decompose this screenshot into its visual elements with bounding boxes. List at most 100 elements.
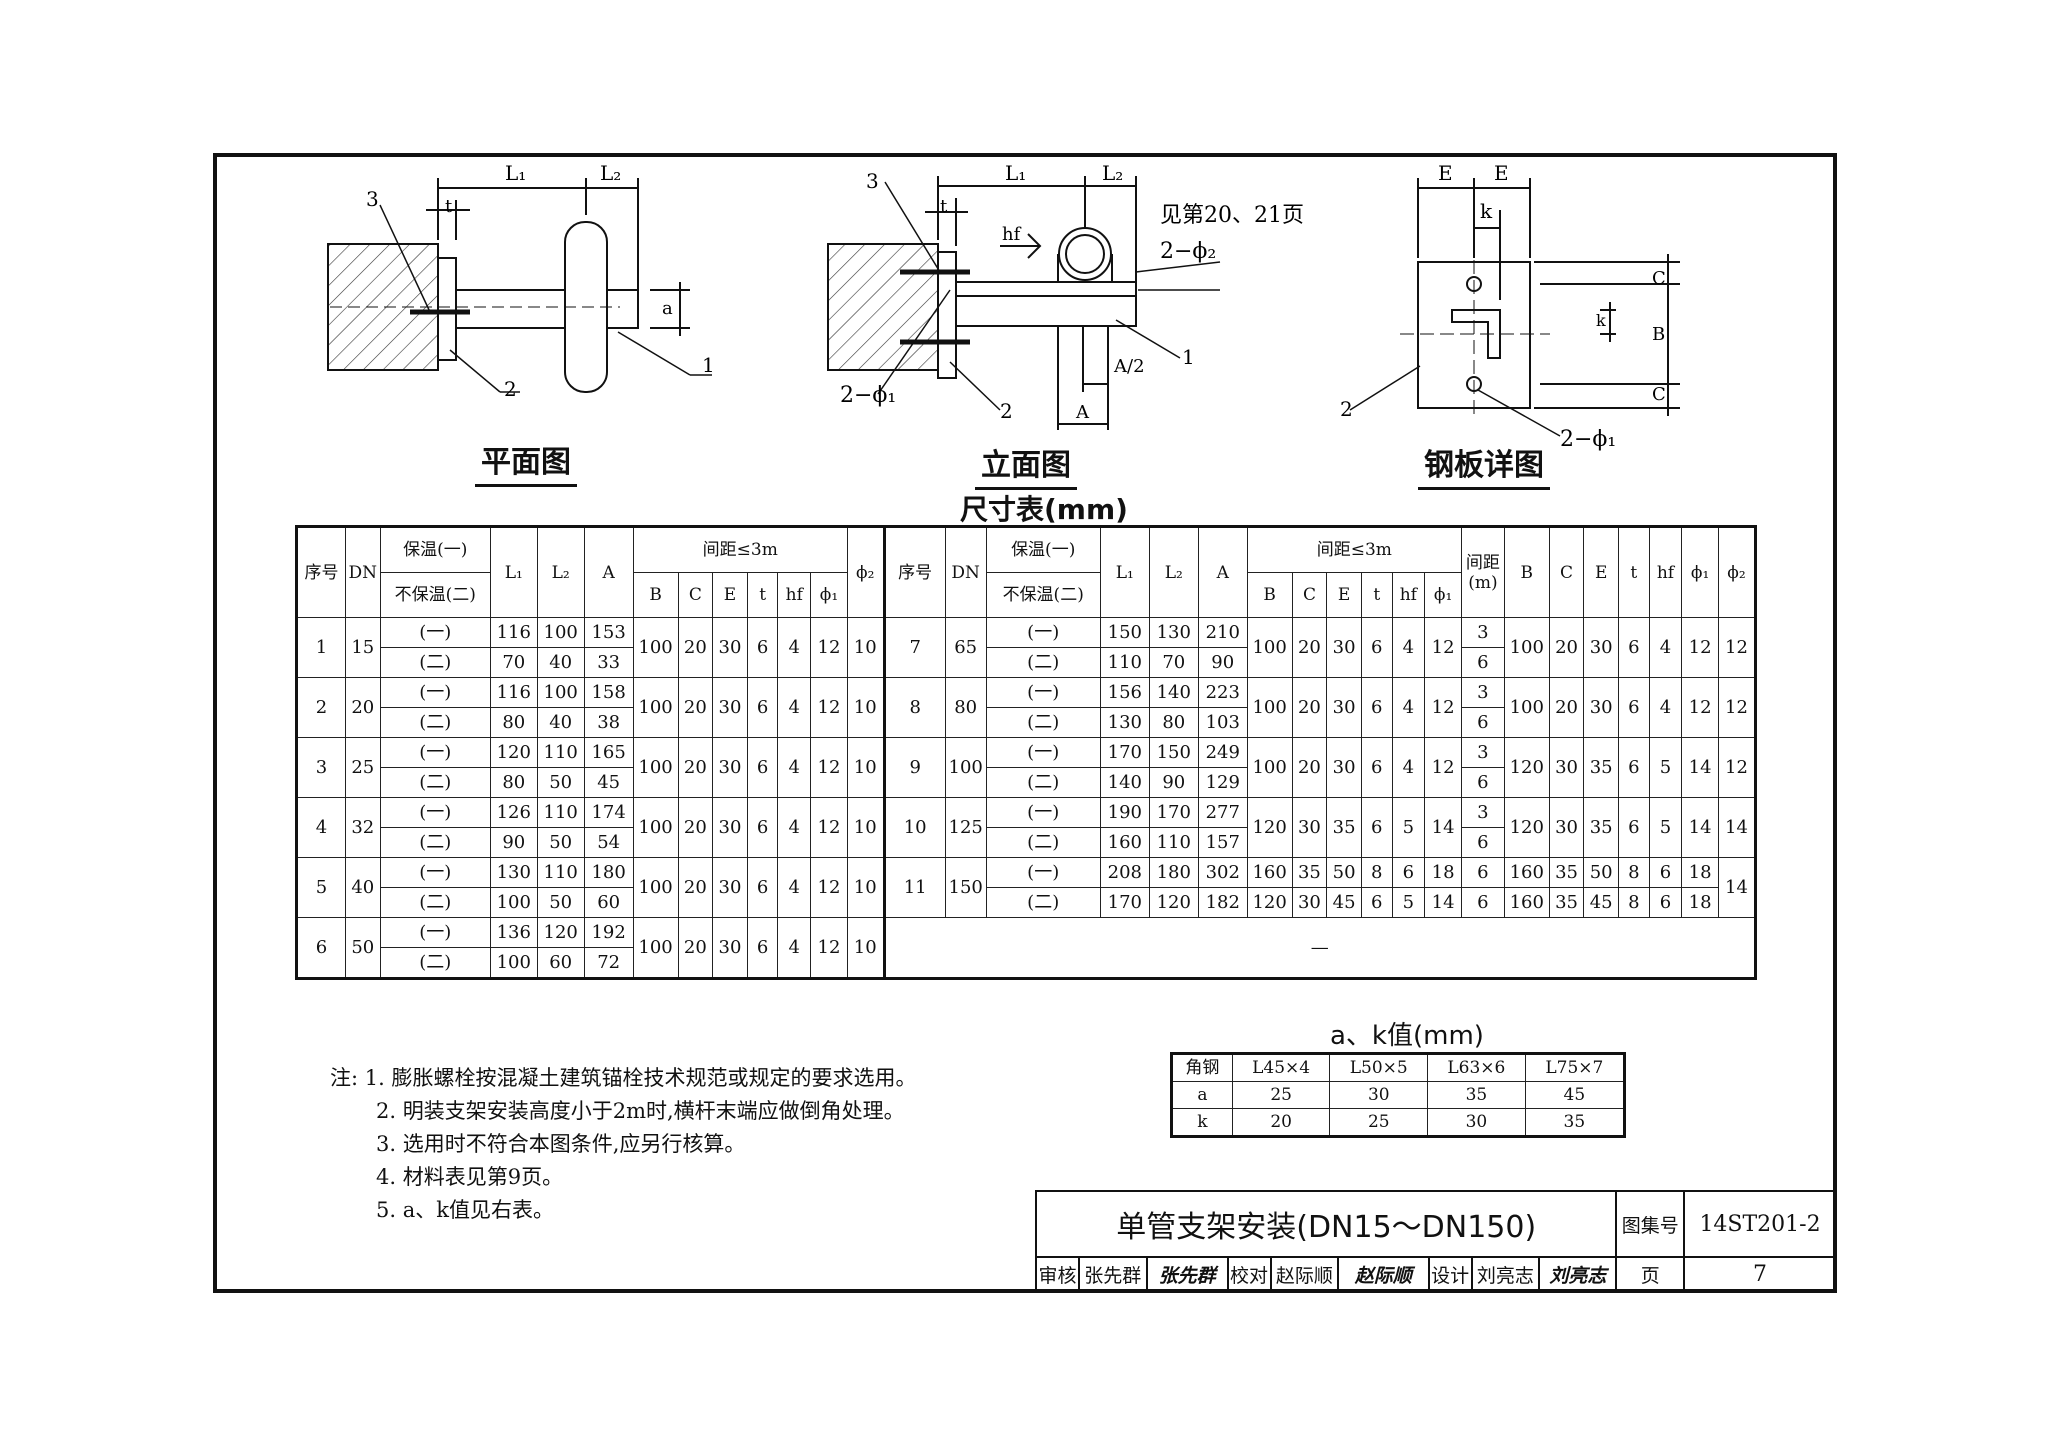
table-cell: 12 xyxy=(810,677,848,738)
table-cell: 12 xyxy=(1424,617,1462,678)
table-cell: (二) xyxy=(379,647,491,678)
hdr-A-r: A xyxy=(1197,526,1248,618)
table-cell: 20 xyxy=(1291,617,1328,678)
table-cell: 38 xyxy=(583,707,634,738)
ak-table: 角钢 L45×4 L50×5 L63×6 L75×7 a 25 30 35 45… xyxy=(1170,1052,1626,1138)
table-cell: 45 xyxy=(1326,887,1362,918)
plate-title: 钢板详图 xyxy=(1418,448,1550,490)
table-cell: 6 xyxy=(1618,617,1650,678)
hdr-insul-no-r: 不保温(二) xyxy=(985,572,1101,618)
ak-cell: L63×6 xyxy=(1427,1053,1526,1082)
table-cell: 140 xyxy=(1099,767,1150,798)
hdr-phi1: ϕ₁ xyxy=(810,572,848,618)
note-line: 注: 1. 膨胀螺栓按混凝土建筑锚栓技术规范或规定的要求选用。 xyxy=(330,1066,917,1090)
hdr-seq: 序号 xyxy=(296,526,346,618)
table-cell: (一) xyxy=(379,737,491,768)
table-cell: 6 xyxy=(1360,677,1393,738)
table-cell: 120 xyxy=(1246,797,1293,858)
plate-B-label: B xyxy=(1652,324,1665,345)
table-cell: 277 xyxy=(1197,797,1248,828)
table-cell: 4 xyxy=(777,677,812,738)
table-cell: 20 xyxy=(344,677,381,738)
table-cell: 100 xyxy=(536,617,585,648)
ak-cell: 35 xyxy=(1524,1108,1626,1137)
table-cell: 30 xyxy=(1583,617,1620,678)
ak-cell: 角钢 xyxy=(1171,1053,1233,1082)
table-cell: 116 xyxy=(489,677,538,708)
table-cell: 10 xyxy=(882,797,946,858)
table-cell: 3 xyxy=(1460,737,1505,768)
table-cell: 180 xyxy=(1148,857,1199,888)
table-cell: 30 xyxy=(1291,797,1328,858)
table-cell: (一) xyxy=(985,677,1101,708)
plate-detail-view xyxy=(1349,178,1680,437)
design-label: 设计 xyxy=(1427,1256,1473,1293)
atlas-label: 图集号 xyxy=(1615,1190,1686,1258)
plate-phi1-label: 2−ϕ₁ xyxy=(1560,427,1616,452)
hdr-B: B xyxy=(632,572,679,618)
table-cell: 14 xyxy=(1717,857,1757,918)
table-cell: 12 xyxy=(1681,617,1719,678)
review-label: 审核 xyxy=(1035,1256,1080,1293)
hdr-t-r: t xyxy=(1360,572,1393,618)
table-cell: 35 xyxy=(1291,857,1328,888)
table-cell: 8 xyxy=(1618,857,1650,888)
table-cell: 4 xyxy=(777,797,812,858)
table-cell: 3 xyxy=(296,737,346,798)
designer-name: 刘亮志 xyxy=(1470,1256,1541,1293)
table-cell: 18 xyxy=(1681,857,1719,888)
hdr-hf: hf xyxy=(777,572,812,618)
table-cell: 4 xyxy=(1391,617,1426,678)
table-cell: 3 xyxy=(1460,677,1505,708)
table-cell: 160 xyxy=(1099,827,1150,858)
table-cell: 160 xyxy=(1246,857,1293,888)
table-cell: 14 xyxy=(1681,797,1719,858)
table-cell: 6 xyxy=(746,617,779,678)
table-cell: 6 xyxy=(1360,797,1393,858)
notes: 注: 1. 膨胀螺栓按混凝土建筑锚栓技术规范或规定的要求选用。 2. 明装支架安… xyxy=(330,1062,916,1227)
table-cell: 4 xyxy=(777,617,812,678)
table-cell: 9 xyxy=(882,737,946,798)
elev-callout-2: 2 xyxy=(1000,399,1013,423)
table-cell: 100 xyxy=(632,917,679,979)
note-line: 4. 材料表见第9页。 xyxy=(376,1165,564,1189)
table-cell: 157 xyxy=(1197,827,1248,858)
hdr-spacing-r: 间距≤3m xyxy=(1246,526,1462,573)
hdr-spacing-m: 间距(m) xyxy=(1460,526,1505,618)
table-cell: 35 xyxy=(1326,797,1362,858)
table-cell: 90 xyxy=(1197,647,1248,678)
table-cell: 6 xyxy=(1391,857,1426,888)
drawing-frame xyxy=(213,153,1837,1293)
table-cell: (二) xyxy=(379,887,491,918)
table-cell: 10 xyxy=(846,917,885,979)
table-cell: 6 xyxy=(746,917,779,979)
table-cell: 6 xyxy=(1360,617,1393,678)
table-cell: 6 xyxy=(1360,887,1393,918)
hdr-A: A xyxy=(583,526,634,618)
table-cell: 5 xyxy=(1648,737,1683,798)
table-cell: 4 xyxy=(1391,737,1426,798)
elev-t-label: t xyxy=(940,196,948,217)
hdr-insul-yes: 保温(一) xyxy=(379,526,491,573)
hdr-phi2-r: ϕ₂ xyxy=(1717,526,1757,618)
plan-t-label: t xyxy=(445,196,453,217)
hdr-C2: C xyxy=(1548,526,1585,618)
atlas-number: 14ST201-2 xyxy=(1683,1190,1837,1258)
table-cell: (一) xyxy=(985,617,1101,648)
table-cell: 50 xyxy=(536,767,585,798)
table-cell: 12 xyxy=(1424,737,1462,798)
table-cell: 249 xyxy=(1197,737,1248,768)
table-cell: 120 xyxy=(1503,737,1550,798)
elev-phi1-label: 2−ϕ₁ xyxy=(840,383,896,408)
ak-cell: 25 xyxy=(1231,1081,1331,1109)
table-cell: 80 xyxy=(489,707,538,738)
ak-cell: 35 xyxy=(1427,1081,1526,1109)
table-cell: 100 xyxy=(536,677,585,708)
table-cell: 6 xyxy=(1460,857,1505,888)
